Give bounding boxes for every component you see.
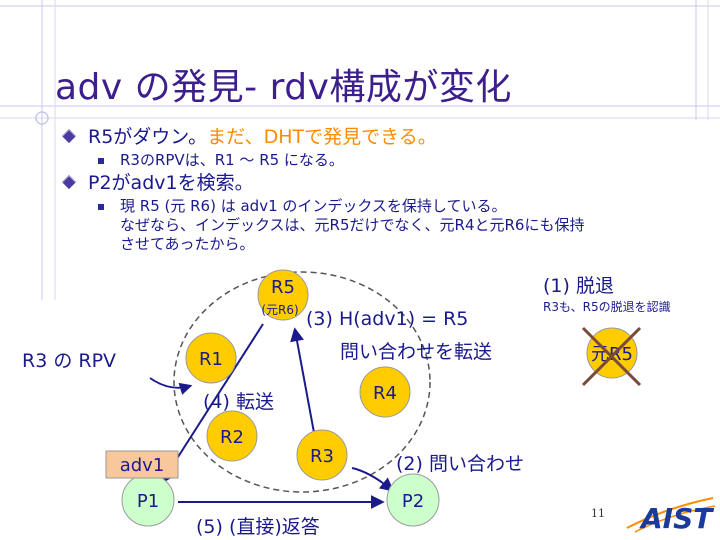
sub-bullet-continuation: なぜなら、インデックスは、元R5だけでなく、元R4と元R6にも保持 [62, 216, 702, 235]
node-r2-label: R2 [220, 427, 244, 448]
node-r1-label: R1 [199, 349, 223, 370]
cross-mark-icon [581, 326, 642, 387]
sub-bullet-text: R3のRPVは、R1 〜 R5 になる。 [120, 151, 344, 169]
node-r1 [185, 332, 237, 384]
step1-sublabel: R3も、R5の脱退を認識 [543, 300, 671, 314]
node-r3 [296, 429, 348, 481]
node-r4 [359, 366, 411, 418]
square-bullet-icon [98, 158, 104, 164]
node-r5-label: R5 [271, 277, 295, 298]
rpv-pointer-arrow [149, 377, 193, 395]
aist-logo: AIST [626, 497, 716, 535]
bullet-highlight: まだ、DHTで発見できる。 [207, 126, 437, 148]
step2-label: (2) 問い合わせ [396, 453, 524, 475]
step5-label: (5) (直接)返答 [196, 516, 320, 538]
adv1-label: adv1 [120, 455, 165, 476]
peer-p2 [386, 473, 440, 527]
step3-label: (3) H(adv1) = R5 [306, 308, 469, 330]
peer-p1-label: P1 [137, 491, 159, 512]
bullet-p2-search: P2がadv1を検索。 [61, 170, 702, 197]
step2-query-arrow [351, 467, 395, 492]
square-bullet-icon [98, 204, 104, 210]
peer-p2-label: P2 [402, 491, 424, 512]
svg-text:AIST: AIST [639, 502, 714, 535]
adv1-box [105, 450, 179, 479]
node-r4-label: R4 [373, 383, 397, 404]
sub-bullet-index: 現 R5 (元 R6) は adv1 のインデックスを保持している。 [62, 197, 702, 216]
bullet-r5-down: R5がダウン。まだ、DHTで発見できる。 [61, 124, 702, 151]
step4-transfer-arrow [160, 323, 264, 485]
rpv-label: R3 の RPV [22, 350, 117, 372]
node-r5 [257, 269, 309, 321]
step1-label: (1) 脱退 [543, 275, 614, 297]
step3-forward-arrow [290, 327, 316, 439]
rpv-ring [173, 271, 431, 493]
bullet-prefix: R5がダウン。 [88, 126, 208, 148]
step3-sublabel: 問い合わせを転送 [340, 341, 493, 363]
step4-label: (4) 転送 [203, 391, 274, 413]
bullet-text: P2がadv1を検索。 [88, 172, 254, 194]
sub-bullet-text: なぜなら、インデックスは、元R5だけでなく、元R4と元R6にも保持 [120, 216, 585, 234]
sub-bullet-text: させてあったから。 [120, 235, 255, 253]
node-r3-label: R3 [310, 446, 334, 467]
node-r5-sublabel: (元R6) [261, 303, 298, 317]
sub-bullet-text: 現 R5 (元 R6) は adv1 のインデックスを保持している。 [120, 197, 507, 215]
sub-bullet-continuation: させてあったから。 [62, 235, 702, 254]
page-number: 11 [591, 507, 605, 520]
bullet-list: R5がダウン。まだ、DHTで発見できる。 R3のRPVは、R1 〜 R5 になる… [61, 124, 702, 254]
sub-bullet-rpv: R3のRPVは、R1 〜 R5 になる。 [62, 151, 702, 170]
slide-title: adv の発見- rdv構成が変化 [55, 67, 512, 108]
node-former-r5 [586, 327, 638, 379]
node-r2 [206, 410, 258, 462]
